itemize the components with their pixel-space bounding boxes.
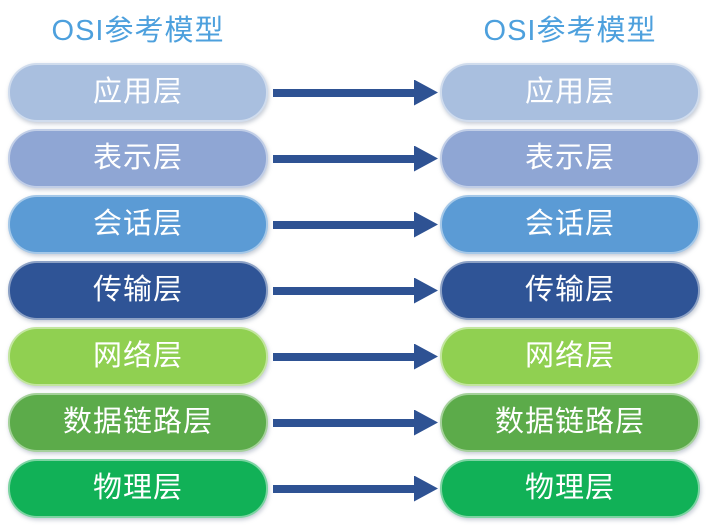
layer-label: 会话层: [524, 208, 615, 240]
arrow-datalink-layer: [268, 393, 440, 452]
right-stack: OSI参考模型 应用层 表示层 会话层 传输层 网络层 数据链路层 物理层: [440, 0, 708, 526]
layer-label: 应用层: [524, 76, 615, 108]
right-pill-application-layer: 应用层: [440, 63, 700, 122]
right-pill-datalink-layer: 数据链路层: [440, 393, 700, 452]
layer-label: 应用层: [92, 76, 183, 108]
left-pill-network-layer: 网络层: [8, 327, 268, 386]
arrow-physical-layer: [268, 459, 440, 518]
right-pill-transport-layer: 传输层: [440, 261, 700, 320]
layer-label: 表示层: [92, 142, 183, 174]
layer-label: 物理层: [524, 472, 615, 504]
arrowhead-right-icon: [414, 475, 438, 502]
left-pill-physical-layer: 物理层: [8, 459, 268, 518]
layer-label: 数据链路层: [62, 406, 213, 438]
layer-label: 传输层: [92, 274, 183, 306]
arrowhead-right-icon: [414, 409, 438, 436]
arrowhead-right-icon: [414, 145, 438, 172]
layer-label: 传输层: [524, 274, 615, 306]
arrow-column: [268, 0, 440, 526]
right-pill-network-layer: 网络层: [440, 327, 700, 386]
arrow-shaft: [273, 154, 415, 163]
layer-label: 网络层: [524, 340, 615, 372]
left-stack: OSI参考模型 应用层 表示层 会话层 传输层 网络层 数据链路层 物理层: [0, 0, 268, 526]
right-stack-title: OSI参考模型: [483, 15, 657, 47]
arrow-application-layer: [268, 63, 440, 122]
arrowhead-right-icon: [414, 79, 438, 106]
arrow-shaft: [273, 484, 415, 493]
arrowhead-right-icon: [414, 343, 438, 370]
left-pill-datalink-layer: 数据链路层: [8, 393, 268, 452]
left-stack-title: OSI参考模型: [51, 15, 225, 47]
arrow-session-layer: [268, 195, 440, 254]
arrow-shaft: [273, 286, 415, 295]
left-pill-transport-layer: 传输层: [8, 261, 268, 320]
layer-label: 表示层: [524, 142, 615, 174]
arrow-presentation-layer: [268, 129, 440, 188]
arrowhead-right-icon: [414, 277, 438, 304]
arrow-shaft: [273, 220, 415, 229]
left-pill-session-layer: 会话层: [8, 195, 268, 254]
left-pill-presentation-layer: 表示层: [8, 129, 268, 188]
right-pill-physical-layer: 物理层: [440, 459, 700, 518]
right-pill-presentation-layer: 表示层: [440, 129, 700, 188]
left-pill-application-layer: 应用层: [8, 63, 268, 122]
layer-label: 网络层: [92, 340, 183, 372]
arrow-shaft: [273, 352, 415, 361]
layer-label: 会话层: [92, 208, 183, 240]
arrow-network-layer: [268, 327, 440, 386]
layer-label: 物理层: [92, 472, 183, 504]
arrow-shaft: [273, 88, 415, 97]
arrow-shaft: [273, 418, 415, 427]
arrow-transport-layer: [268, 261, 440, 320]
layer-label: 数据链路层: [494, 406, 645, 438]
right-pill-session-layer: 会话层: [440, 195, 700, 254]
title-spacer: [268, 0, 440, 56]
arrowhead-right-icon: [414, 211, 438, 238]
